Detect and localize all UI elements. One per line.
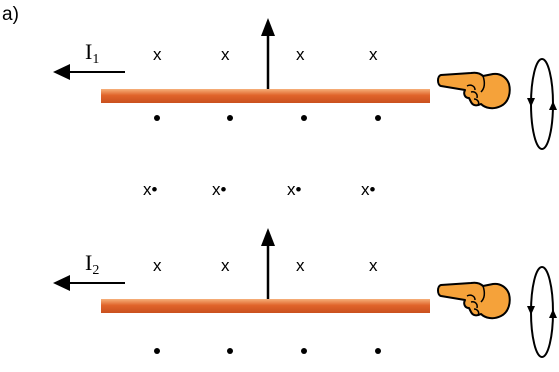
field-x-mark: x	[369, 256, 378, 275]
current-symbol: I	[85, 39, 92, 64]
field-dot-mark	[154, 348, 160, 354]
field-x-mark: x	[221, 45, 230, 64]
field-row-above-wire-2: x x x x	[153, 256, 378, 275]
up-arrow-icon	[261, 228, 275, 302]
left-arrow-icon	[53, 64, 125, 80]
field-dot-mark	[301, 348, 307, 354]
figure-label: a)	[2, 4, 19, 25]
field-dot-mark	[227, 115, 233, 121]
circulation-loop-icon	[526, 266, 558, 358]
field-x-mark: x	[296, 256, 305, 275]
svg-text:I1: I1	[85, 39, 99, 67]
field-row-below-wire-1	[154, 115, 381, 121]
field-x-mark: x•	[212, 180, 227, 199]
field-x-mark: x	[153, 45, 162, 64]
field-x-mark: x•	[143, 180, 158, 199]
field-x-mark: x	[296, 45, 305, 64]
field-dot-mark	[227, 348, 233, 354]
wire-1-group: x x x x I1	[53, 18, 558, 150]
field-dot-mark	[375, 348, 381, 354]
up-arrow-icon	[261, 18, 275, 93]
field-dot-mark	[301, 115, 307, 121]
pointing-hand-icon	[437, 281, 511, 320]
current-subscript: 1	[92, 52, 99, 67]
pointing-hand-icon	[437, 71, 511, 110]
left-arrow-icon	[53, 275, 125, 291]
circulation-loop-icon	[526, 58, 558, 150]
field-dot-mark	[154, 115, 160, 121]
field-row-below-wire-2	[154, 348, 381, 354]
wire-1	[101, 89, 430, 103]
current-symbol: I	[85, 250, 92, 275]
current-subscript: 2	[92, 263, 99, 278]
field-x-mark: x	[221, 256, 230, 275]
field-row-above-wire-1: x x x x	[153, 45, 378, 64]
field-dot-mark	[375, 115, 381, 121]
wire-2-group: x x x x I2	[53, 228, 558, 358]
field-x-mark: x•	[287, 180, 302, 199]
middle-field-row: x• x• x• x•	[143, 180, 376, 199]
wire-2	[101, 299, 430, 313]
field-x-mark: x	[369, 45, 378, 64]
field-x-mark: x	[153, 256, 162, 275]
field-x-mark: x•	[361, 180, 376, 199]
current-label-2: I2	[85, 250, 99, 278]
svg-text:I2: I2	[85, 250, 99, 278]
current-label-1: I1	[85, 39, 99, 67]
